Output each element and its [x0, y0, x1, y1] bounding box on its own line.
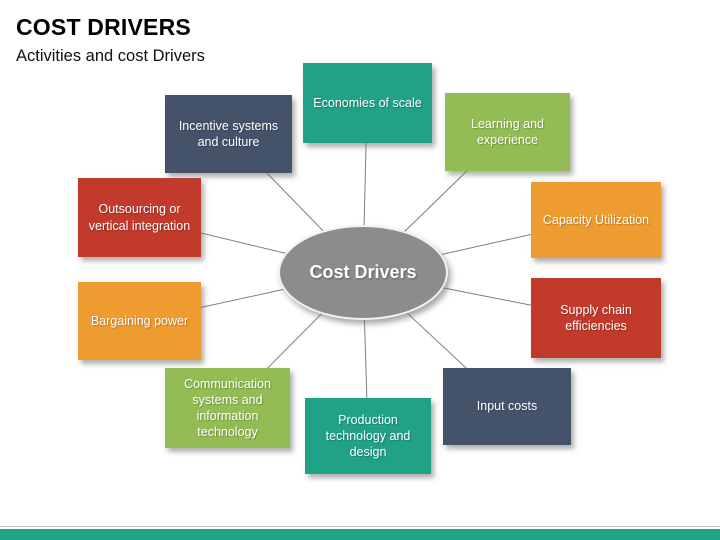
node-incentive-systems-and-culture: Incentive systems and culture: [165, 95, 292, 173]
node-economies-of-scale: Economies of scale: [303, 63, 432, 143]
node-bargaining-power: Bargaining power: [78, 282, 201, 360]
page-subtitle: Activities and cost Drivers: [16, 47, 205, 65]
node-communication-systems-and-information-technology: Communication systems and information te…: [165, 368, 290, 448]
footer-divider-line: [0, 526, 720, 527]
node-input-costs: Input costs: [443, 368, 571, 445]
footer-accent-bar: [0, 529, 720, 540]
page-title: COST DRIVERS: [16, 14, 191, 40]
node-production-technology-and-design: Production technology and design: [305, 398, 431, 474]
node-outsourcing-or-vertical-integration: Outsourcing or vertical integration: [78, 178, 201, 257]
node-supply-chain-efficiencies: Supply chain efficiencies: [531, 278, 661, 358]
node-learning-and-experience: Learning and experience: [445, 93, 570, 171]
hub-cost-drivers: Cost Drivers: [278, 225, 448, 320]
node-capacity-utilization: Capacity Utilization: [531, 182, 661, 258]
